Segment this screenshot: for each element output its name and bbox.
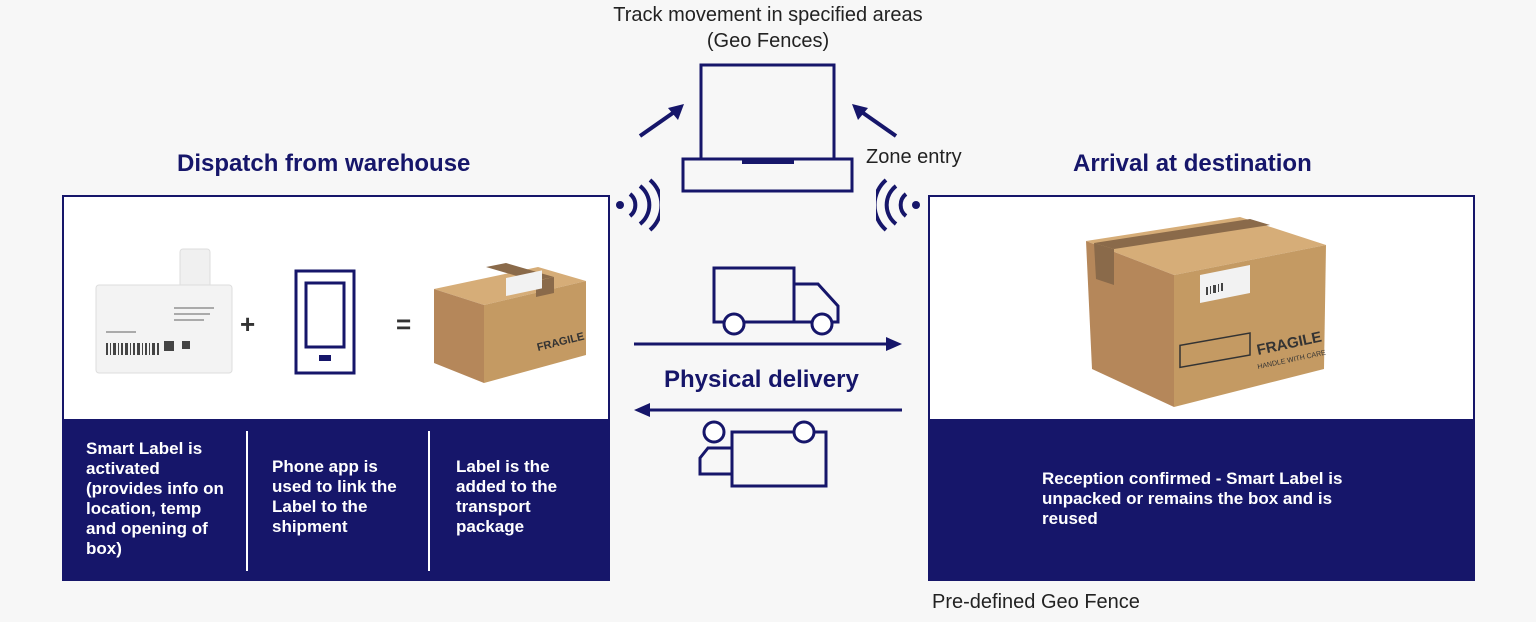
arrow-right-icon [634, 337, 902, 351]
truck-icon [712, 266, 840, 336]
diagram-header: Track movement in specified areas (Geo F… [0, 2, 1536, 54]
arrow-up-right-icon [638, 104, 684, 138]
step-1-text: Smart Label is activated (provides info … [86, 439, 224, 558]
arrow-left-icon [634, 403, 902, 417]
physical-delivery-label: Physical delivery [664, 366, 859, 393]
step-3-text: Label is the added to the transport pack… [456, 457, 558, 536]
arrival-heading: Arrival at destination [1073, 150, 1312, 177]
package-icon: FRAGILE [434, 263, 586, 383]
header-line-1: Track movement in specified areas [613, 4, 923, 26]
step-divider [246, 431, 248, 571]
dispatch-heading: Dispatch from warehouse [177, 150, 471, 177]
step-divider [428, 431, 430, 571]
signal-right-icon [876, 178, 920, 232]
truck-reverse-icon [698, 420, 828, 488]
arrival-panel: FRAGILE HANDLE WITH CARE Reception confi… [928, 195, 1475, 581]
equals-sign: = [396, 309, 412, 339]
dispatch-steps: Smart Label is activated (provides info … [64, 419, 608, 579]
arrow-up-left-icon [852, 104, 898, 138]
arrival-caption: Reception confirmed - Smart Label is unp… [1042, 469, 1343, 528]
phone-icon [294, 269, 356, 375]
laptop-icon [681, 63, 854, 193]
header-line-2: (Geo Fences) [706, 30, 830, 52]
package-icon-large: FRAGILE HANDLE WITH CARE [1086, 217, 1327, 407]
geo-fence-footnote: Pre-defined Geo Fence [932, 591, 1140, 613]
zone-entry-label: Zone entry [866, 146, 962, 168]
smart-label-icon [95, 248, 233, 374]
plus-sign: + [240, 309, 256, 339]
step-2-text: Phone app is used to link the Label to t… [272, 457, 397, 536]
dispatch-panel: + = FRAGILE Smart Label is activated (pr… [62, 195, 610, 581]
arrival-caption-box: Reception confirmed - Smart Label is unp… [930, 419, 1473, 579]
signal-left-icon [616, 178, 660, 232]
